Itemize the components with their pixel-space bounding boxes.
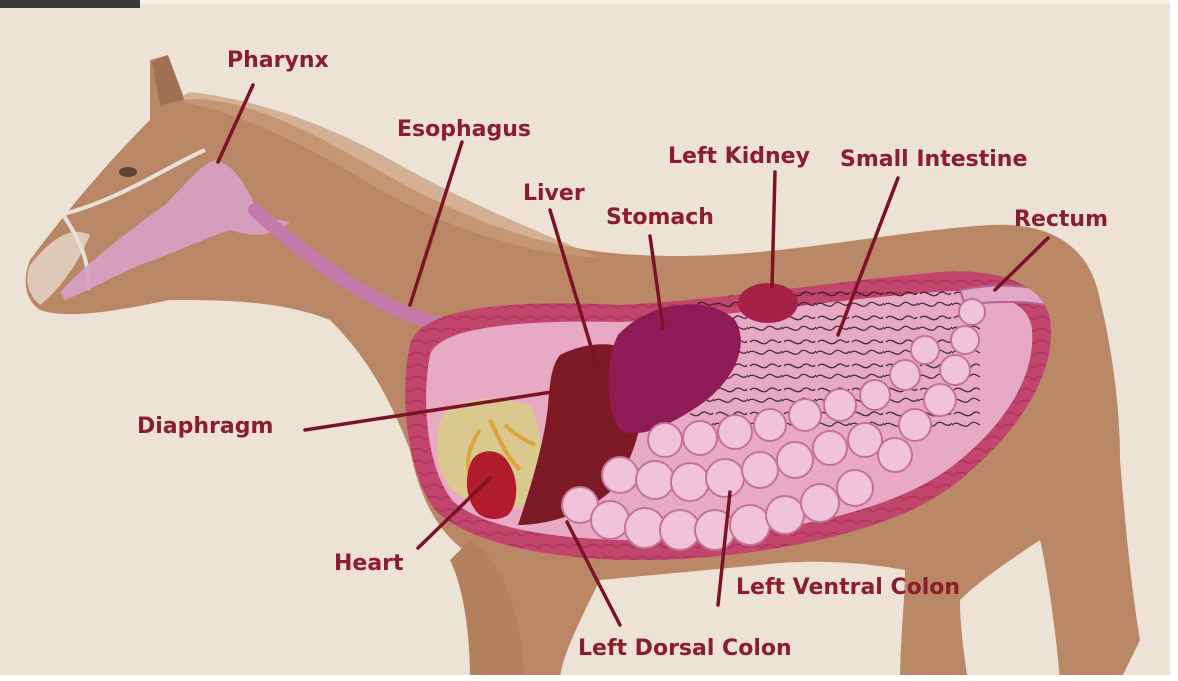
horse-eye <box>119 167 137 177</box>
label-liver: Liver <box>523 181 585 206</box>
label-left-dorsal-colon: Left Dorsal Colon <box>578 636 792 661</box>
label-stomach: Stomach <box>606 205 714 230</box>
label-left-kidney: Left Kidney <box>668 144 810 169</box>
label-rectum: Rectum <box>1014 207 1108 232</box>
label-heart: Heart <box>334 551 404 576</box>
top-left-bar <box>0 0 140 8</box>
right-border <box>1170 0 1178 681</box>
label-pharynx: Pharynx <box>227 48 329 73</box>
label-left-ventral-colon: Left Ventral Colon <box>736 575 960 600</box>
top-right-bar <box>140 0 1178 4</box>
left-kidney <box>738 283 798 323</box>
label-esophagus: Esophagus <box>397 117 531 142</box>
bottom-border <box>0 675 1178 681</box>
label-small-intestine: Small Intestine <box>840 147 1027 172</box>
label-diaphragm: Diaphragm <box>137 414 273 439</box>
